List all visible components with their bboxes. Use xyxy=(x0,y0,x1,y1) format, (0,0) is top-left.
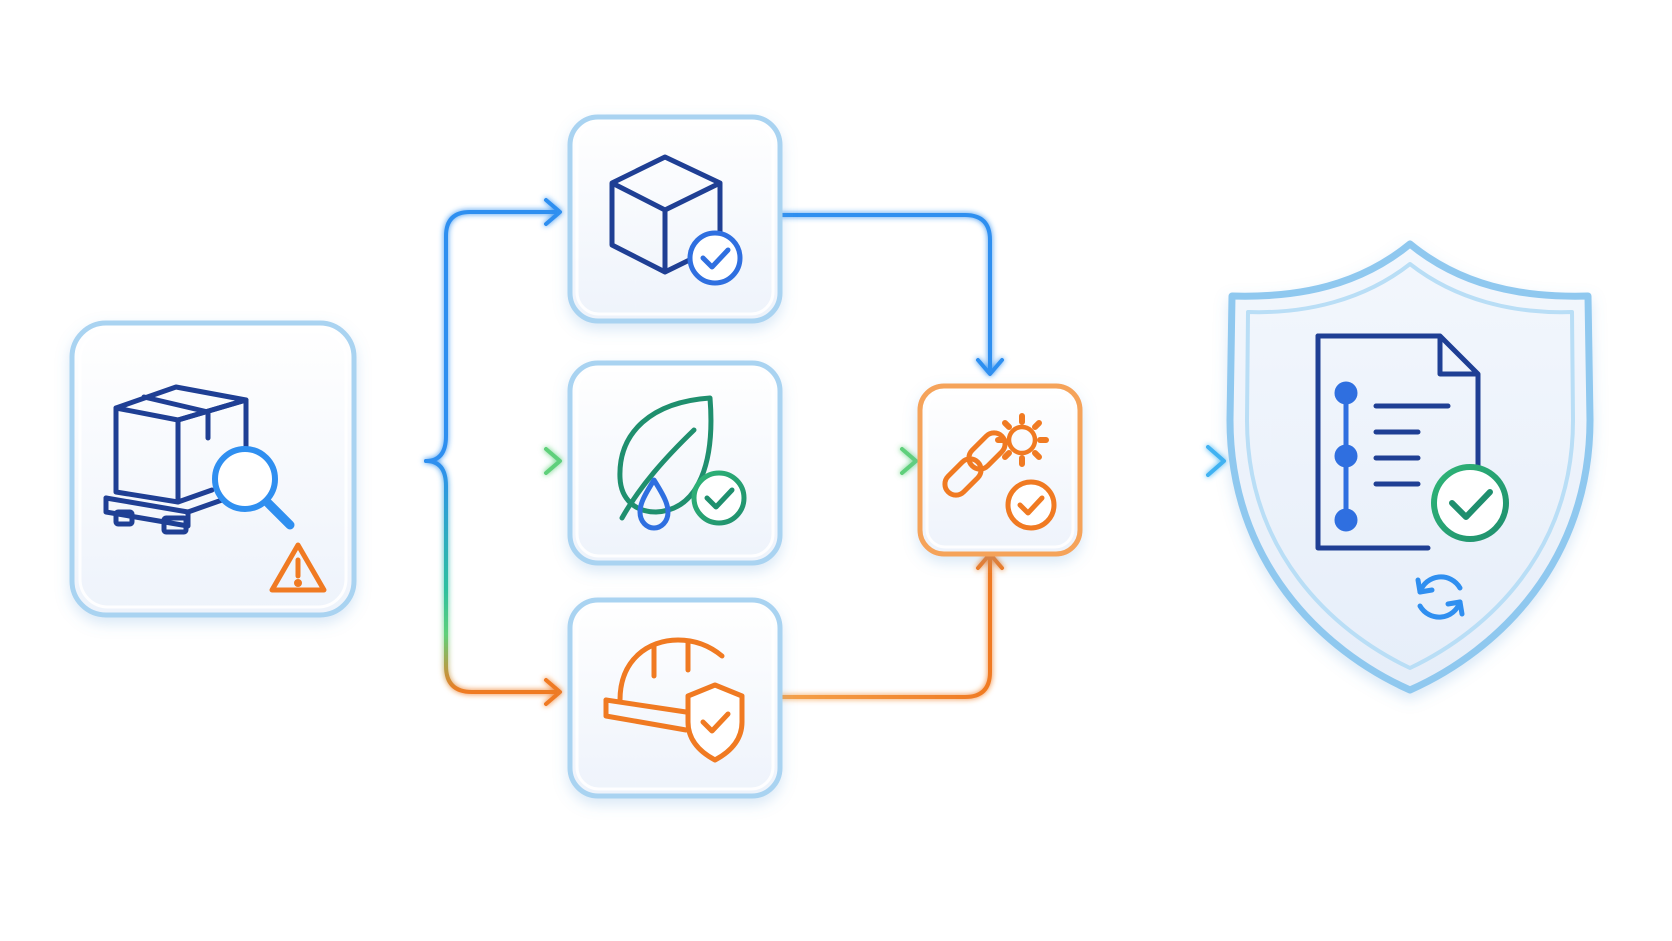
search-icon xyxy=(212,446,295,530)
arrowhead-environmental xyxy=(544,447,562,475)
check-circle-icon xyxy=(691,470,747,526)
edge-product-to-integration xyxy=(778,213,992,374)
edge-trunk-down xyxy=(424,459,560,694)
timeline-icon xyxy=(1334,381,1358,532)
connectors xyxy=(350,198,1226,706)
edge-trunk-up xyxy=(424,210,560,463)
check-circle-icon xyxy=(1431,464,1509,542)
arrowhead-integration-left xyxy=(900,447,918,475)
check-circle-icon xyxy=(687,230,743,286)
arrowhead-product xyxy=(544,198,562,226)
edge-safety-to-integration xyxy=(778,554,992,699)
gear-icon xyxy=(995,413,1049,467)
node-certified-document[interactable] xyxy=(1226,240,1594,694)
box-icon xyxy=(609,154,723,275)
warning-triangle-icon xyxy=(269,542,327,593)
leaf-drop-icon xyxy=(617,395,714,531)
arrowhead-integration-top xyxy=(976,358,1004,376)
document-icon xyxy=(1315,333,1481,551)
arrowhead-safety xyxy=(544,678,562,706)
hard-hat-icon xyxy=(603,637,725,733)
chain-link-icon xyxy=(942,430,1008,498)
shield-check-icon xyxy=(685,682,745,763)
node-product-compliance[interactable] xyxy=(567,114,783,324)
node-environmental-compliance[interactable] xyxy=(567,360,783,566)
arrowhead-document xyxy=(1206,445,1226,477)
node-safety-compliance[interactable] xyxy=(567,597,783,799)
node-integration[interactable] xyxy=(917,383,1083,557)
refresh-icon xyxy=(1415,574,1465,620)
check-circle-icon xyxy=(1005,479,1057,531)
